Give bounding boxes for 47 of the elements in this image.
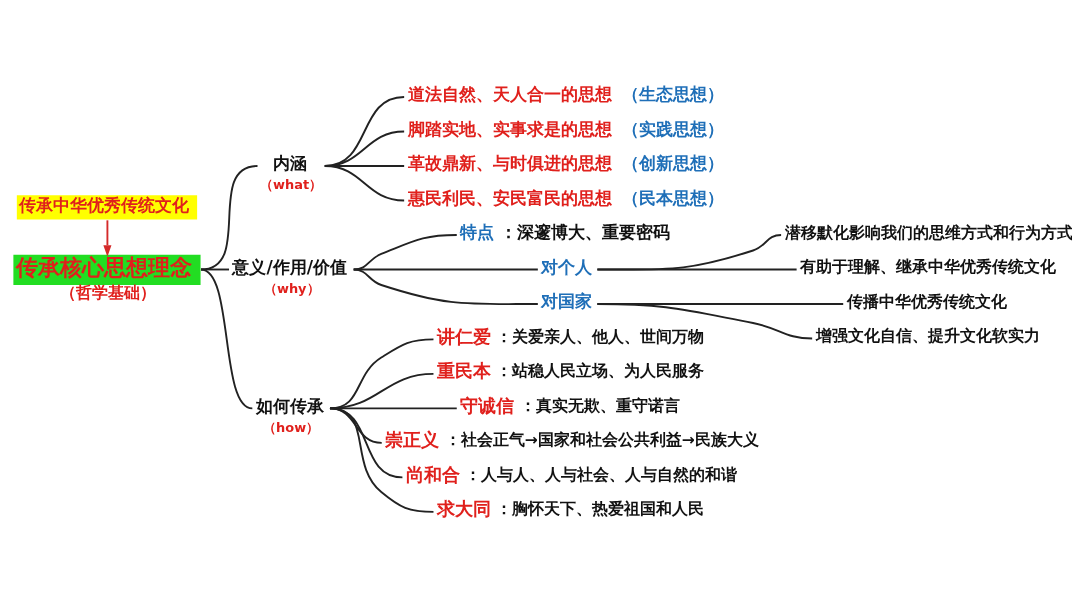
- connector: [200, 165, 259, 271]
- node-label: （哲学基础）: [59, 284, 156, 303]
- node-text: 革故鼎新、与时俱进的思想: [407, 153, 612, 174]
- connector: [352, 268, 539, 306]
- node-label: ：站稳人民立场、为人民服务: [496, 362, 705, 381]
- connector: [596, 303, 814, 340]
- node-text: 崇正义: [385, 429, 440, 451]
- node-label: （实践思想）: [622, 118, 725, 139]
- node-label: （创新思想）: [622, 153, 725, 174]
- node-text: 道法自然、天人合一的思想: [407, 84, 612, 105]
- node-text: 有助于理解、继承中华优秀传统文化: [800, 258, 1057, 277]
- node-text: 传播中华优秀传统文化: [846, 292, 1007, 311]
- node-label: ：关爱亲人、他人、世间万物: [496, 327, 705, 346]
- node-text: 对国家: [541, 291, 593, 312]
- node-box: 传承核心思想理念: [13, 254, 201, 285]
- node-label: （what）: [260, 177, 323, 193]
- node-text: 惠民利民、安民富民的思想: [407, 187, 612, 208]
- node-text: 守诚信: [460, 394, 515, 416]
- connector: [596, 268, 798, 271]
- node-label: ：人与人、人与社会、人与自然的和谐: [465, 465, 738, 484]
- node-label: ：深邃博大、重要密码: [499, 222, 670, 243]
- node-text: 对个人: [541, 256, 593, 277]
- connector: [323, 165, 406, 202]
- connector: [200, 268, 254, 410]
- node-label: （why）: [263, 280, 320, 296]
- node-text: 意义/作用/价值: [232, 256, 348, 277]
- node-text: 讲仁爱: [436, 325, 491, 347]
- node-text: 潜移默化影响我们的思维方式和行为方式: [784, 223, 1073, 242]
- node-text: 尚和合: [405, 463, 460, 485]
- node-label: ：胸怀天下、热爱祖国和人民: [496, 500, 705, 519]
- connector: [329, 407, 458, 410]
- node-text: 特点: [460, 222, 495, 243]
- node-text: 如何传承: [255, 395, 324, 416]
- node-text: 脚踏实地、实事求是的思想: [407, 118, 612, 139]
- node-text: 增强文化自信、提升文化软实力: [815, 327, 1040, 346]
- node-label: ：真实无欺、重守诺言: [519, 396, 680, 415]
- node-label: ：社会正气→国家和社会公共利益→民族大义: [444, 431, 759, 450]
- arrow: [103, 219, 112, 257]
- node-text: 求大同: [436, 498, 491, 520]
- node-box: 传承中华优秀传统文化: [16, 195, 198, 220]
- connector: [329, 407, 435, 513]
- node-label: （生态思想）: [622, 84, 725, 105]
- node-label: （how）: [263, 419, 320, 435]
- node-text: 重民本: [436, 360, 491, 382]
- connector: [352, 234, 458, 271]
- node-label: （民本思想）: [622, 187, 725, 208]
- node-text: 内涵: [273, 153, 308, 174]
